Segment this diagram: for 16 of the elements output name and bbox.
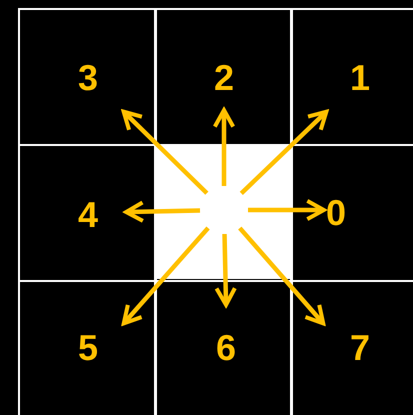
- arrow: [122, 110, 208, 195]
- arrow: [212, 108, 236, 186]
- arrow: [122, 226, 210, 326]
- cell-number: 7: [350, 330, 370, 366]
- cell-number: 2: [214, 60, 234, 96]
- arrow: [124, 200, 200, 223]
- arrow: [214, 234, 237, 307]
- arrow: [248, 198, 326, 222]
- arrow: [238, 226, 326, 326]
- cell-number: 4: [78, 197, 98, 233]
- cell-number: 6: [216, 330, 236, 366]
- cell-number: 0: [326, 195, 346, 231]
- arrow: [240, 110, 328, 195]
- cell-number: 1: [350, 60, 370, 96]
- cell-number: 5: [78, 330, 98, 366]
- cell-number: 3: [78, 60, 98, 96]
